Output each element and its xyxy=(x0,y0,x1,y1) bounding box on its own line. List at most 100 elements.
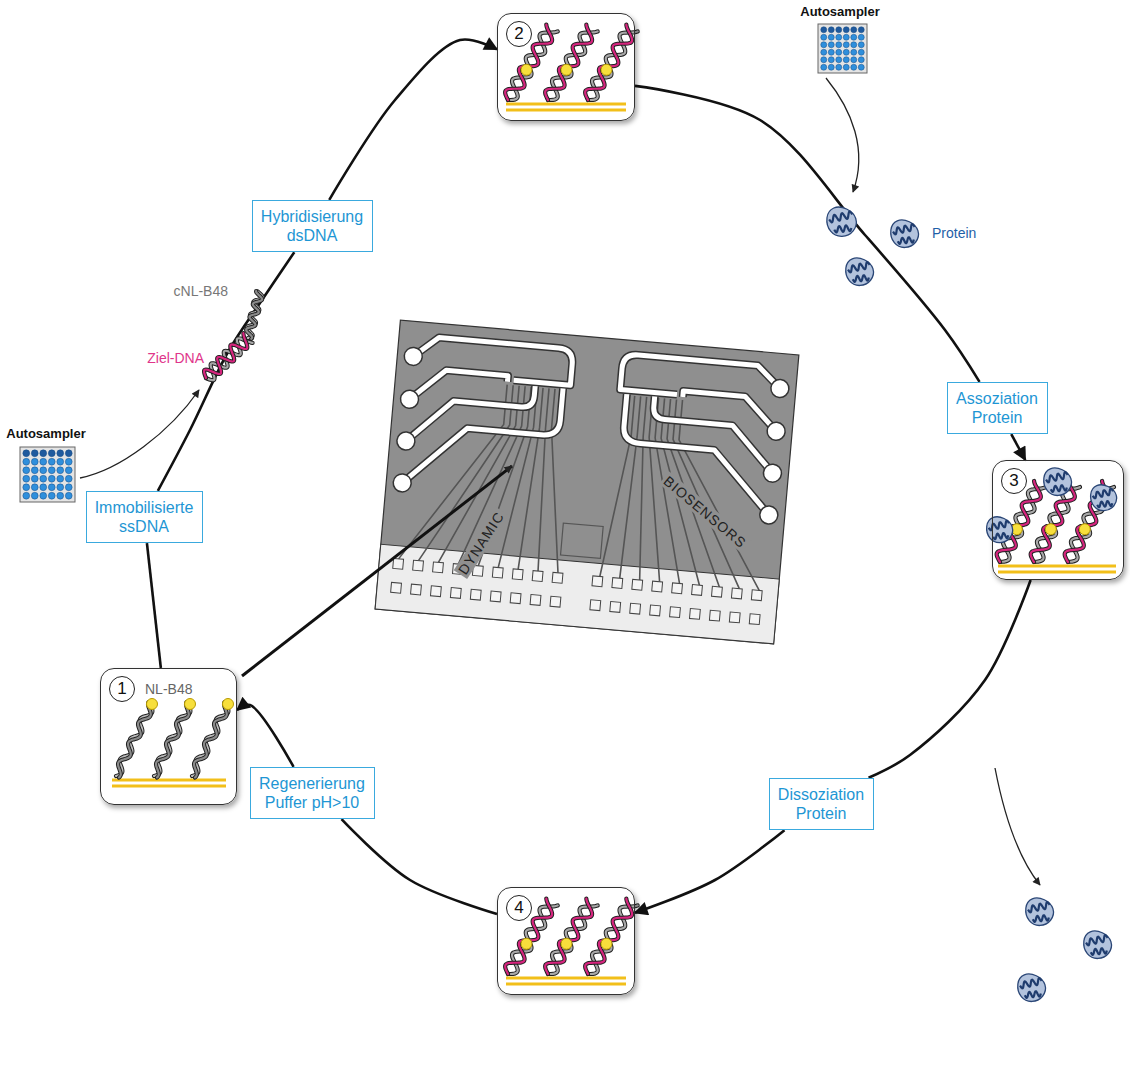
dsdna-helix xyxy=(204,333,253,380)
plate-well xyxy=(57,475,64,482)
contact-pad xyxy=(450,588,461,599)
electrode-wire xyxy=(533,388,554,571)
chip-pad-strip xyxy=(375,544,779,644)
contact-pad xyxy=(433,562,444,573)
contact-pad xyxy=(552,572,563,583)
contact-pad xyxy=(532,571,543,582)
contact-pad xyxy=(592,576,603,587)
protein-helix xyxy=(1097,501,1112,507)
channel-port xyxy=(396,431,416,451)
plate-well xyxy=(57,450,64,457)
protein-body xyxy=(1091,485,1117,511)
process-label: Dissoziation Protein xyxy=(778,785,865,823)
protein-helix xyxy=(1028,902,1050,912)
strand xyxy=(585,25,632,100)
sample-plate xyxy=(20,447,75,502)
plate-well xyxy=(836,49,842,55)
contact-pad xyxy=(612,578,623,589)
label-dot xyxy=(561,64,572,75)
strand xyxy=(246,291,262,339)
label-dot xyxy=(1045,524,1056,535)
label-dot xyxy=(223,699,234,710)
plate-well xyxy=(57,492,64,499)
strand-name: NL-B48 xyxy=(145,681,192,697)
protein-icon xyxy=(827,207,856,236)
plate-well xyxy=(836,27,842,33)
contact-pad xyxy=(630,603,641,614)
cycle-arrow xyxy=(147,543,161,668)
plate-well xyxy=(828,64,834,70)
channel-wall xyxy=(402,375,563,496)
target-dna xyxy=(204,291,263,380)
plate-well xyxy=(858,34,864,40)
plate-well xyxy=(31,458,38,465)
step-number: 1 xyxy=(109,676,135,702)
process-label: Regenerierung Puffer pH>10 xyxy=(259,774,366,812)
channel xyxy=(620,354,782,404)
plate-well xyxy=(23,484,30,491)
protein-body xyxy=(1044,468,1072,496)
plate-well xyxy=(828,34,834,40)
plate-well xyxy=(65,467,72,474)
plate-well xyxy=(821,64,827,70)
contact-pad xyxy=(530,595,541,606)
illustrations xyxy=(20,24,1117,1001)
plate-well xyxy=(843,49,849,55)
protein-body xyxy=(1018,974,1046,1002)
plate-well xyxy=(31,484,38,491)
ssdna-strand xyxy=(192,699,234,778)
channel-port xyxy=(766,422,786,442)
plate-well xyxy=(57,458,64,465)
channel-port xyxy=(404,347,424,367)
plate-well xyxy=(828,42,834,48)
strand xyxy=(118,702,151,777)
contact-pad xyxy=(590,600,601,611)
protein-helix xyxy=(1093,489,1113,499)
plate-well xyxy=(65,458,72,465)
protein-icon xyxy=(1091,485,1117,511)
contact-pad xyxy=(751,590,762,601)
protein-helix xyxy=(1051,485,1067,492)
channel-port xyxy=(392,473,412,493)
channel-port xyxy=(400,389,420,409)
ssdna-strand xyxy=(246,291,262,339)
plate-well xyxy=(821,27,827,33)
plate-well xyxy=(40,492,47,499)
protein-helix xyxy=(834,225,851,232)
stage-panel: 2 xyxy=(497,13,635,121)
gold-surface xyxy=(998,565,1116,568)
flow-channels xyxy=(392,335,573,506)
text-label: Autosampler xyxy=(6,426,85,441)
gold-surface xyxy=(506,103,626,106)
protein-group xyxy=(1018,898,1112,1002)
plate-well xyxy=(48,492,55,499)
biosensor-chip xyxy=(375,320,799,644)
contact-pad xyxy=(692,585,703,596)
stage-panel: 4 xyxy=(497,887,635,995)
electrode-wire xyxy=(539,389,574,573)
protein-helix xyxy=(848,262,870,272)
plate-well xyxy=(843,42,849,48)
gold-surface xyxy=(506,983,626,986)
plate-well xyxy=(843,27,849,33)
plate-well xyxy=(48,475,55,482)
plate-well xyxy=(851,57,857,63)
process-box: Assoziation Protein xyxy=(947,382,1048,434)
ssdna-strand xyxy=(154,699,196,778)
contact-pad xyxy=(490,591,501,602)
label-holder: Autosampler xyxy=(800,4,879,19)
plate-well xyxy=(65,492,72,499)
plate-well xyxy=(843,64,849,70)
plate-well xyxy=(31,467,38,474)
protein-helix xyxy=(1033,915,1049,922)
contact-pad xyxy=(512,569,523,580)
protein-icon xyxy=(1026,898,1054,926)
strand-outline xyxy=(246,291,262,339)
plate-well xyxy=(858,49,864,55)
label-holder: Autosampler xyxy=(6,426,85,441)
contact-pad xyxy=(550,596,561,607)
contact-pad xyxy=(672,583,683,594)
cycle-arrow xyxy=(158,252,294,491)
plate-well xyxy=(836,57,842,63)
